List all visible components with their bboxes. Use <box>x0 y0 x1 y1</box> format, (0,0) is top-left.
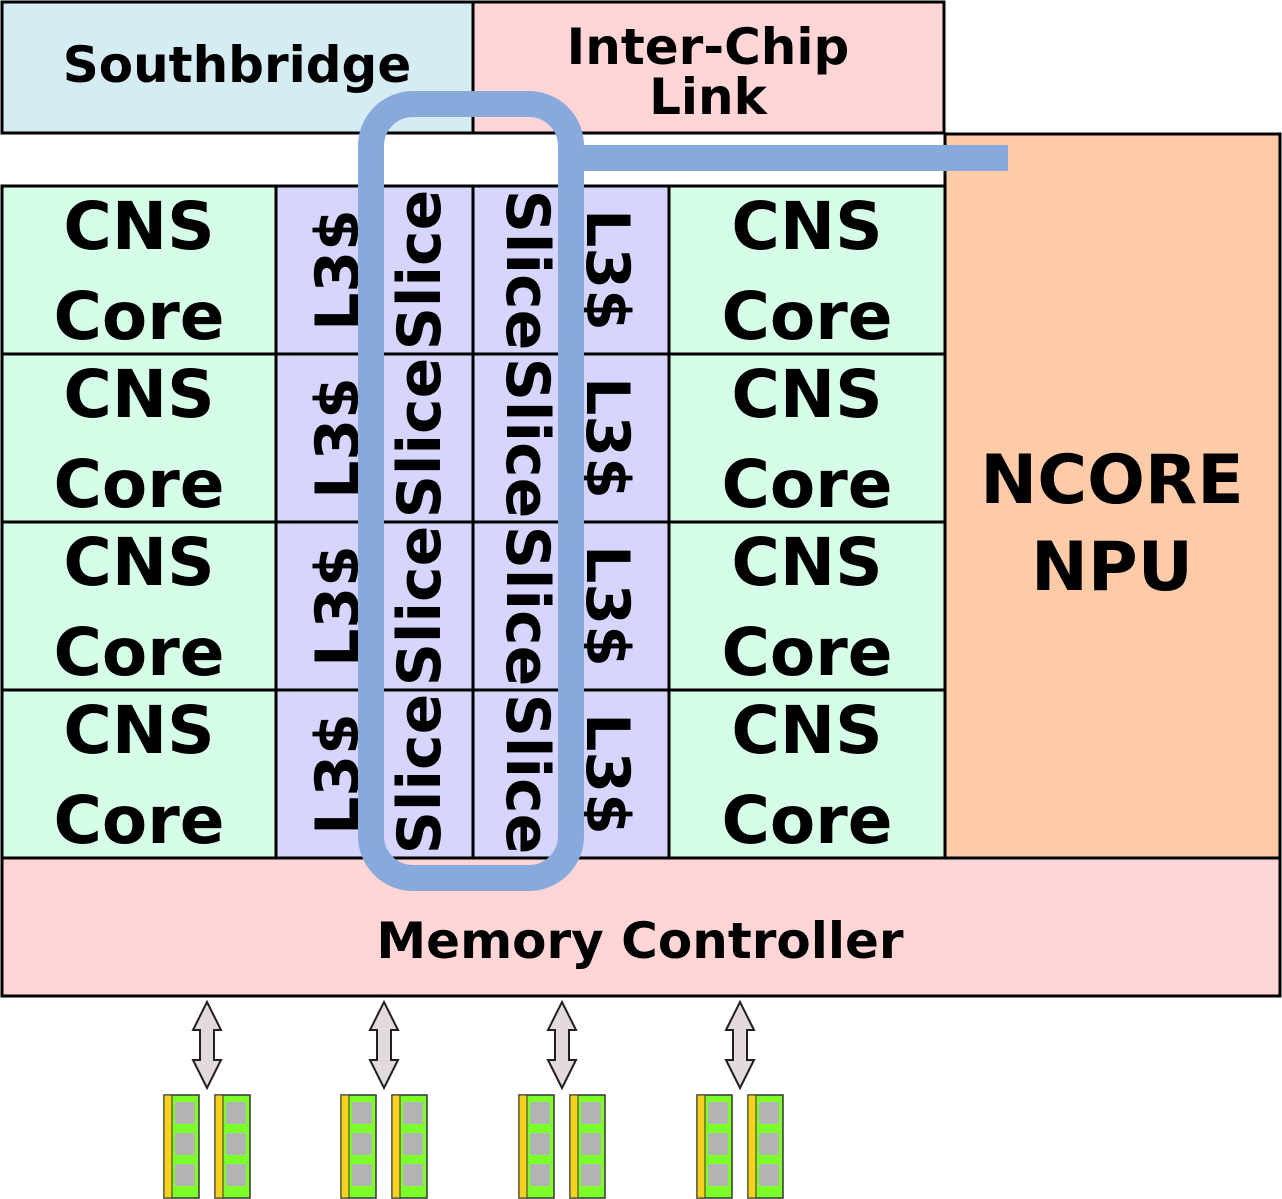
cns-core-left: CNS Core <box>0 688 278 860</box>
core-label-line1: CNS <box>63 356 214 433</box>
dimm-module-icon <box>340 1094 377 1199</box>
bidirectional-arrow-icon <box>546 999 578 1091</box>
core-label-line1: CNS <box>731 524 882 601</box>
dimm-module-icon <box>696 1094 733 1199</box>
dimm-module-icon <box>747 1094 784 1199</box>
dimm-module-icon <box>569 1094 606 1199</box>
southbridge-block: Southbridge <box>0 0 475 135</box>
npu-block: NCORE NPU <box>943 132 1282 860</box>
memory-controller-label: Memory Controller <box>376 912 904 970</box>
npu-label-line2: NPU <box>1031 528 1193 607</box>
cns-core-left: CNS Core <box>0 520 278 692</box>
core-label-line1: CNS <box>731 692 882 769</box>
inter-chip-label-line2: Link <box>649 68 769 126</box>
core-label-line2: Core <box>53 446 224 523</box>
core-label-line1: CNS <box>63 692 214 769</box>
core-label-line2: Core <box>721 446 892 523</box>
memory-modules <box>163 999 784 1199</box>
dimm-module-icon <box>163 1094 200 1199</box>
core-label-line2: Core <box>53 782 224 859</box>
bidirectional-arrow-icon <box>368 999 400 1091</box>
slice-label: Slice <box>492 694 562 855</box>
core-label-line1: CNS <box>731 356 882 433</box>
bidirectional-arrow-icon <box>724 999 756 1091</box>
memory-controller-block: Memory Controller <box>0 856 1282 998</box>
core-label-line2: Core <box>53 614 224 691</box>
inter-chip-link-block: Inter-Chip Link <box>471 0 946 135</box>
slice-label: Slice <box>492 526 562 687</box>
core-label-line1: CNS <box>731 188 882 265</box>
core-label-line2: Core <box>721 614 892 691</box>
dimm-module-icon <box>214 1094 251 1199</box>
slice-label: Slice <box>492 358 562 519</box>
cns-core-left: CNS Core <box>0 184 278 356</box>
cns-core-right: CNS Core <box>667 184 947 356</box>
cns-core-right: CNS Core <box>667 688 947 860</box>
core-label-line2: Core <box>721 782 892 859</box>
slice-label: Slice <box>385 694 455 855</box>
memory-channel <box>340 999 428 1199</box>
slice-label: Slice <box>492 190 562 351</box>
bidirectional-arrow-icon <box>191 999 223 1091</box>
core-label-line2: Core <box>53 278 224 355</box>
southbridge-label: Southbridge <box>63 36 412 94</box>
memory-channel <box>163 999 251 1199</box>
dimm-module-icon <box>518 1094 555 1199</box>
cns-core-left: CNS Core <box>0 352 278 524</box>
dimm-module-icon <box>391 1094 428 1199</box>
core-label-line1: CNS <box>63 524 214 601</box>
slice-label: Slice <box>385 358 455 519</box>
ring-bus <box>358 91 1008 891</box>
npu-label-line1: NCORE <box>980 441 1243 520</box>
memory-channel <box>518 999 606 1199</box>
core-label-line2: Core <box>721 278 892 355</box>
core-label-line1: CNS <box>63 188 214 265</box>
cns-core-right: CNS Core <box>667 520 947 692</box>
slice-label: Slice <box>385 526 455 687</box>
memory-channel <box>696 999 784 1199</box>
inter-chip-label-line1: Inter-Chip <box>567 18 850 76</box>
slice-label: Slice <box>385 190 455 351</box>
cns-core-right: CNS Core <box>667 352 947 524</box>
